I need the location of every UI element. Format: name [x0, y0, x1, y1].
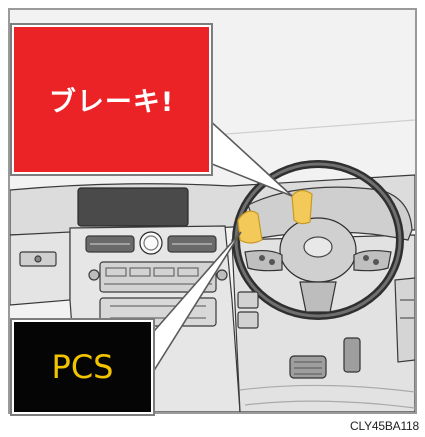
highlight-left-indicator	[237, 210, 263, 244]
steering-emblem	[303, 236, 333, 258]
figure-code: CLY45BA118	[350, 419, 419, 433]
highlight-right-indicator	[291, 189, 313, 225]
brake-pedal	[289, 355, 327, 379]
brake-warning-display: ブレーキ!	[12, 25, 211, 174]
pcs-indicator-text: PCS	[51, 348, 114, 386]
accelerator-pedal	[343, 337, 361, 373]
analog-clock	[139, 231, 163, 255]
brake-warning-text: ブレーキ!	[48, 87, 175, 118]
center-display	[77, 187, 189, 227]
pcs-indicator-display: PCS	[12, 320, 153, 414]
